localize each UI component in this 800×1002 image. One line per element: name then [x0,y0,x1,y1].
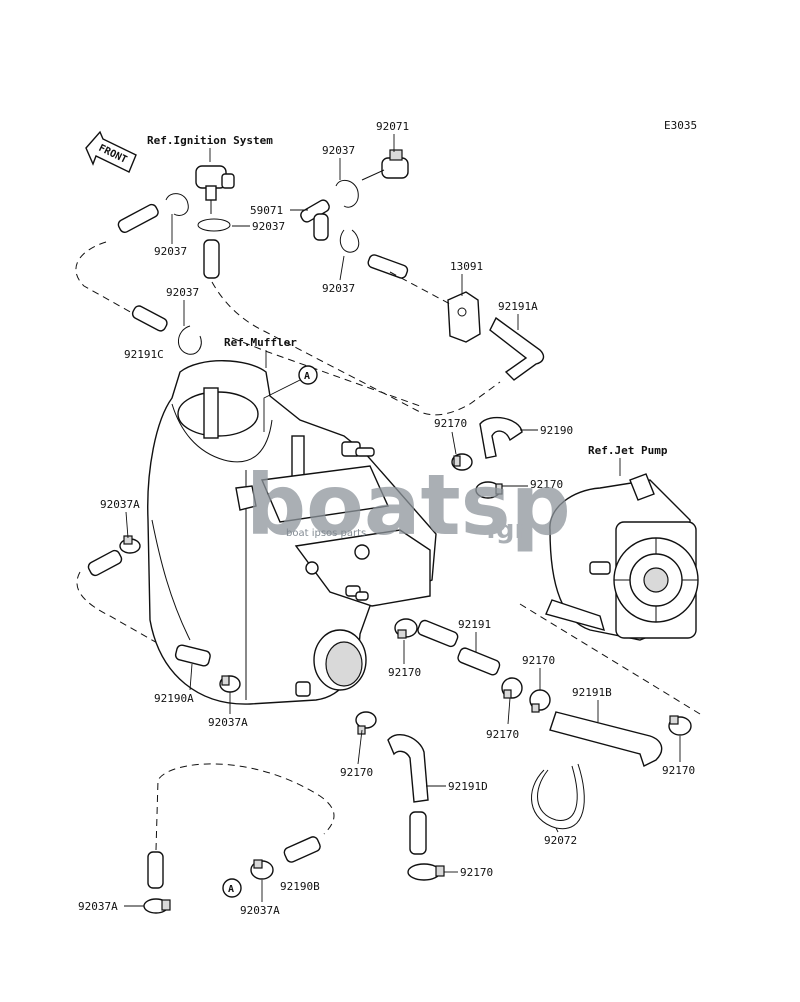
clip-92037-muffler [178,325,202,355]
clamp-92170-bottom [407,863,445,881]
label-92170-right: 92170 [662,764,695,777]
hose-92191a [489,316,545,381]
label-92072: 92072 [544,834,577,847]
muffler-body [147,360,437,705]
label-92170-mid-lower: 92170 [486,728,519,741]
label-92170-lower: 92170 [340,766,373,779]
clamp-92037a-bottom [143,898,171,914]
svg-text:.gr: .gr [486,515,527,545]
svg-text:boatsp: boatsp [246,456,571,554]
label-92191: 92191 [458,618,491,631]
clip-92037-lower-mid [339,229,360,253]
band-92072 [531,763,585,830]
ref-jet-pump: Ref.Jet Pump [588,444,668,457]
label-92170-bottom: 92170 [460,866,493,879]
hose-92190b [283,836,321,863]
hose-segment-top-left [117,203,159,233]
hose-92191b [549,711,663,767]
clamp-92037a-lower [219,675,241,693]
label-92037-top: 92037 [322,144,355,157]
clip-92037-top-mid [335,179,359,208]
ignition-fitting [195,165,235,214]
hose-92191-b [457,647,501,676]
label-92190b: 92190B [280,880,320,893]
clamp-92170-upper-b [475,481,503,499]
clamp-92037a-bottom-mid [250,859,274,880]
label-92170-upper: 92170 [434,417,467,430]
label-13091: 13091 [450,260,483,273]
label-92037a-bottom: 92037A [78,900,118,913]
label-92037a-left: 92037A [100,498,140,511]
hose-vertical-ignition [203,239,220,279]
svg-text:boat ipsos parts: boat ipsos parts [286,528,366,539]
clamp-92170-lower [355,711,377,735]
jet-pump [545,473,699,641]
front-arrow-icon: FRONT [85,130,137,173]
label-92037-left: 92037 [154,245,187,258]
label-92037-mid: 92037 [322,282,355,295]
label-92170-mid-left: 92170 [388,666,421,679]
bracket-13091 [447,291,481,343]
label-92191a: 92191A [498,300,538,313]
label-92170-upper-b: 92170 [530,478,563,491]
svg-text:A: A [228,884,234,895]
clamp-92037a-left [119,535,141,554]
fitting-59071 [300,199,330,241]
label-59071: 59071 [250,204,283,217]
label-92170-mid-right: 92170 [522,654,555,667]
label-92191b: 92191B [572,686,612,699]
muffler-outlet [295,629,367,697]
diagram-code: E3035 [664,119,697,132]
label-92071: 92071 [376,120,409,133]
label-92190a: 92190A [154,692,194,705]
label-92191c: 92191C [124,348,164,361]
clamp-92170-right [668,715,692,736]
hose-92190a [174,644,211,667]
hose-92190 [479,416,523,459]
ref-ignition-system: Ref.Ignition System [147,134,273,147]
watermark: boatsp .gr boat ipsos parts [246,456,571,554]
label-92037a-lower: 92037A [208,716,248,729]
clip-92037-top [165,193,189,217]
label-92037-ring: 92037 [252,220,285,233]
label-92191d: 92191D [448,780,488,793]
hose-bottom-vertical [147,851,164,889]
hose-92191d [387,734,429,855]
svg-text:A: A [304,371,310,382]
hose-13091-inlet [367,254,409,279]
clamp-92170-mid-b [529,689,551,713]
hose-left-short [87,549,123,577]
callout-a-top: A [263,365,318,432]
callout-a-bottom: A [222,878,242,898]
clamp-92170-mid-left [394,618,418,639]
label-92037a-bottom-mid: 92037A [240,904,280,917]
hose-92191-a [417,619,459,648]
clamp-92170-mid-a [501,677,523,699]
clamp-92170-upper [451,453,473,471]
hose-92191c [131,305,168,332]
clip-92037-small-ring [197,218,231,232]
label-92037-lower-left: 92037 [166,286,199,299]
label-92190: 92190 [540,424,573,437]
valve-92071 [361,149,409,181]
